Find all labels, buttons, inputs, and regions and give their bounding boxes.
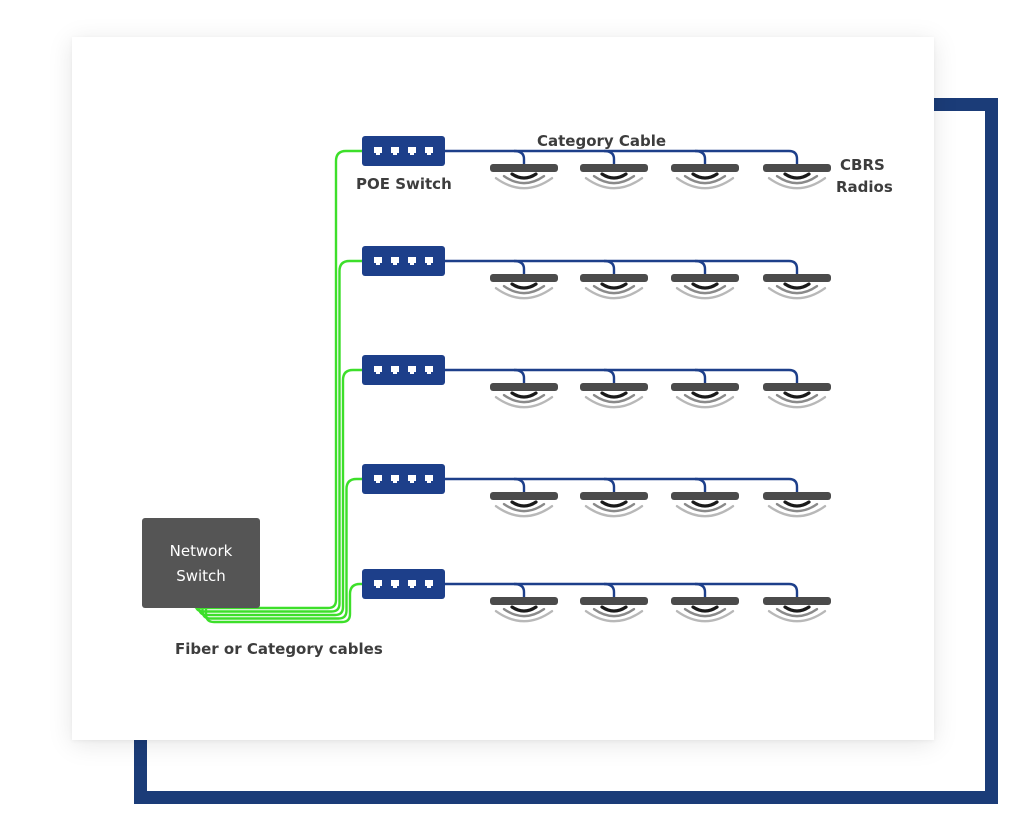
- ethernet-port-icon: [391, 475, 399, 483]
- cbrs-radio-icon: [763, 597, 831, 623]
- ethernet-port-icon: [425, 580, 433, 588]
- category-cable-drop: [513, 477, 526, 496]
- network-switch: Network Switch: [142, 518, 260, 608]
- network-switch-label-line1: Network: [170, 542, 233, 560]
- fiber-cable: [204, 582, 362, 624]
- category-cable-drop: [694, 582, 707, 601]
- ethernet-port-icon: [408, 580, 416, 588]
- category-cable-drop: [513, 259, 526, 278]
- fiber-cable: [201, 477, 362, 620]
- cbrs-radio-icon: [580, 164, 648, 190]
- ethernet-port-icon: [374, 257, 382, 265]
- category-cable: [445, 259, 799, 278]
- ethernet-port-icon: [408, 147, 416, 155]
- category-cable-drop: [603, 582, 616, 601]
- cbrs-radio-icon: [763, 492, 831, 518]
- cbrs-radio-icon: [490, 164, 558, 190]
- cbrs-radios: [490, 164, 831, 623]
- cbrs-radios-label-line2: Radios: [836, 178, 893, 196]
- cbrs-radio-icon: [671, 597, 739, 623]
- ethernet-port-icon: [425, 147, 433, 155]
- category-cable-drop: [694, 149, 707, 168]
- ethernet-port-icon: [391, 147, 399, 155]
- cbrs-radio-icon: [490, 274, 558, 300]
- poe-switch: [362, 569, 445, 599]
- cbrs-radio-icon: [580, 383, 648, 409]
- ethernet-port-icon: [425, 475, 433, 483]
- poe-switch: [362, 136, 445, 166]
- ethernet-port-icon: [374, 475, 382, 483]
- category-cable-drop: [513, 582, 526, 601]
- fiber-cable: [194, 259, 362, 613]
- cbrs-radio-icon: [671, 274, 739, 300]
- category-cable-drop: [694, 368, 707, 387]
- category-cable-drop: [603, 149, 616, 168]
- category-cable-drop: [513, 149, 526, 168]
- poe-switch: [362, 355, 445, 385]
- poe-switches: [362, 136, 445, 599]
- ethernet-port-icon: [425, 257, 433, 265]
- cbrs-radio-icon: [490, 383, 558, 409]
- category-cable: [445, 477, 799, 496]
- fiber-cable: [197, 368, 362, 617]
- ethernet-port-icon: [408, 366, 416, 374]
- ethernet-port-icon: [374, 147, 382, 155]
- cbrs-radio-icon: [580, 274, 648, 300]
- ethernet-port-icon: [391, 257, 399, 265]
- cbrs-radio-icon: [580, 597, 648, 623]
- ethernet-port-icon: [408, 475, 416, 483]
- category-cable-drop: [603, 259, 616, 278]
- category-cable-drop: [513, 368, 526, 387]
- category-cable-drop: [694, 477, 707, 496]
- ethernet-port-icon: [374, 366, 382, 374]
- category-cable-label: Category Cable: [537, 132, 666, 150]
- ethernet-port-icon: [408, 257, 416, 265]
- category-cable: [445, 582, 799, 601]
- category-cable-drop: [603, 477, 616, 496]
- poe-switch-label: POE Switch: [356, 175, 452, 193]
- cbrs-radio-icon: [763, 383, 831, 409]
- cbrs-radio-icon: [763, 164, 831, 190]
- ethernet-port-icon: [391, 580, 399, 588]
- network-switch-label-line2: Switch: [176, 567, 226, 585]
- category-cable-drop: [603, 368, 616, 387]
- cbrs-radio-icon: [580, 492, 648, 518]
- ethernet-port-icon: [391, 366, 399, 374]
- category-cables: [445, 149, 799, 601]
- cbrs-radio-icon: [671, 383, 739, 409]
- category-cable-drop: [694, 259, 707, 278]
- cbrs-radio-icon: [490, 492, 558, 518]
- ethernet-port-icon: [425, 366, 433, 374]
- category-cable: [445, 368, 799, 387]
- cbrs-radio-icon: [671, 164, 739, 190]
- cbrs-radio-icon: [763, 274, 831, 300]
- poe-switch: [362, 246, 445, 276]
- cbrs-radio-icon: [671, 492, 739, 518]
- cbrs-radio-icon: [490, 597, 558, 623]
- cbrs-radios-label-line1: CBRS: [840, 156, 885, 174]
- ethernet-port-icon: [374, 580, 382, 588]
- category-cable: [445, 149, 799, 168]
- poe-switch: [362, 464, 445, 494]
- fiber-cables-label: Fiber or Category cables: [175, 640, 383, 658]
